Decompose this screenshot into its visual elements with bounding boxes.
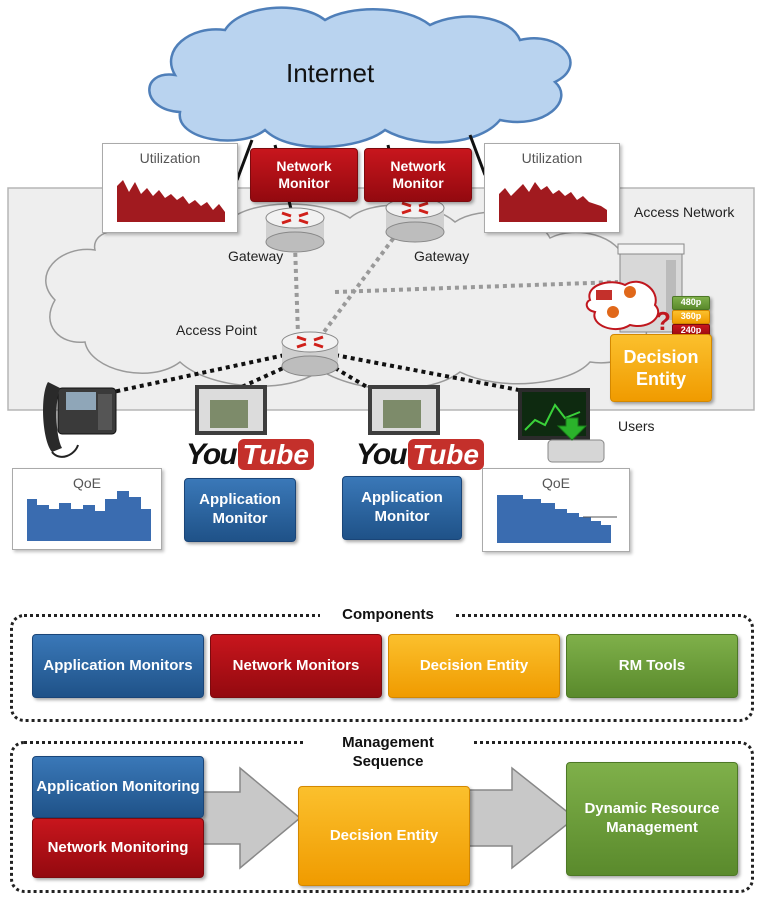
link-gw1-ap (293, 244, 300, 336)
laptop-2 (368, 385, 440, 435)
link-ap-phone (84, 353, 286, 400)
sequence-decision-entity: Decision Entity (298, 786, 470, 886)
access-point-label: Access Point (176, 322, 257, 338)
laptop-1 (195, 385, 267, 435)
res-tag-360p: 360p (672, 310, 710, 324)
component-rm-tools: RM Tools (566, 634, 738, 698)
component-decision-entity: Decision Entity (388, 634, 560, 698)
router-access-point (281, 331, 339, 377)
svg-text:?: ? (655, 306, 671, 336)
link-internet-right (468, 134, 487, 176)
users-label: Users (618, 418, 655, 434)
utilization-panel-left: Utilization (102, 143, 238, 233)
decision-bubble: ? (585, 280, 671, 336)
sequence-application-monitoring: Application Monitoring (32, 756, 204, 818)
youtube-you-text: You (356, 438, 408, 471)
decision-entity-box: Decision Entity (610, 334, 712, 402)
application-monitor-2: Application Monitor (342, 476, 462, 540)
qoe-title: QoE (72, 475, 101, 491)
sequence-network-monitoring: Network Monitoring (32, 818, 204, 878)
access-network-label: Access Network (634, 204, 735, 220)
arrow-monitoring-to-decision (199, 766, 302, 870)
router-gateway-right (385, 197, 445, 243)
link-gw2-ap (316, 230, 400, 342)
laptop-3 (518, 388, 605, 463)
youtube-you-text: You (186, 438, 238, 471)
network-monitor-1: Network Monitor (250, 148, 358, 202)
router-gateway-left (265, 207, 325, 253)
internet-label: Internet (286, 58, 375, 88)
qoe-panel-left: QoE (12, 468, 162, 550)
management-sequence-title: Management Sequence (304, 734, 472, 772)
youtube-tube-text: Tube (407, 439, 484, 470)
sequence-dynamic-resource-management: Dynamic Resource Management (566, 762, 738, 876)
res-tag-480p: 480p (672, 296, 710, 310)
network-monitor-2: Network Monitor (364, 148, 472, 202)
utilization-chart-right (499, 182, 607, 222)
utilization-title: Utilization (521, 150, 583, 166)
link-ap-laptop3 (334, 353, 546, 397)
link-ap-decision (334, 280, 619, 294)
component-network-monitors: Network Monitors (210, 634, 382, 698)
gateway-right-label: Gateway (414, 248, 470, 264)
phone-icon (43, 382, 117, 458)
application-monitor-1: Application Monitor (184, 478, 296, 542)
qoe-chart-right (497, 495, 617, 543)
youtube-tube-text: Tube (237, 439, 314, 470)
qoe-title: QoE (541, 475, 570, 491)
link-ap-laptop2 (333, 366, 374, 392)
gateway-left-label: Gateway (228, 248, 284, 264)
components-title: Components (320, 606, 456, 625)
qoe-panel-right: QoE (482, 468, 630, 552)
link-internet-left (235, 139, 254, 181)
utilization-chart-left (117, 180, 225, 222)
arrow-decision-to-rm (467, 766, 577, 870)
qoe-chart-left (27, 491, 151, 541)
internet-cloud (148, 6, 572, 149)
utilization-panel-right: Utilization (484, 143, 620, 233)
component-application-monitors: Application Monitors (32, 634, 204, 698)
utilization-title: Utilization (139, 150, 201, 166)
